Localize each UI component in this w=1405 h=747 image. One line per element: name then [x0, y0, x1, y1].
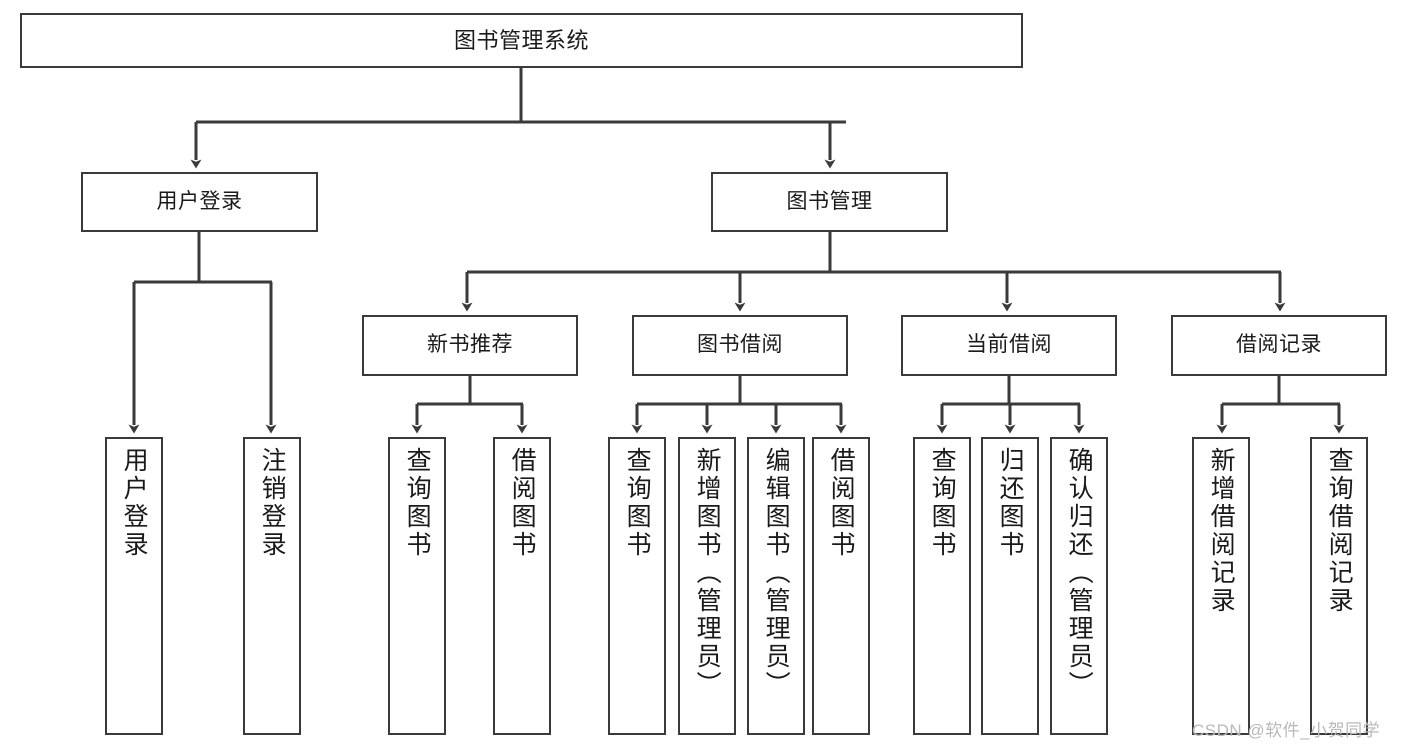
- node-borrow-record[interactable]: 借阅记录: [1171, 315, 1387, 376]
- node-leaf-logout[interactable]: 注销登录: [243, 437, 301, 735]
- node-new-book-recommend[interactable]: 新书推荐: [362, 315, 578, 376]
- node-leaf-recommend-query-book-label: 查询图书: [403, 447, 432, 559]
- node-current-borrow[interactable]: 当前借阅: [901, 315, 1117, 376]
- node-user-login[interactable]: 用户登录: [81, 172, 318, 232]
- node-leaf-confirm-return-label: 确认归还（管理员）: [1065, 447, 1094, 699]
- node-leaf-logout-label: 注销登录: [258, 447, 287, 559]
- node-user-login-label: 用户登录: [156, 189, 243, 213]
- node-leaf-borrow-query-book-label: 查询图书: [623, 447, 652, 559]
- node-leaf-confirm-return[interactable]: 确认归还（管理员）: [1050, 437, 1108, 735]
- node-leaf-user-login-label: 用户登录: [120, 447, 149, 559]
- node-leaf-add-borrow-record[interactable]: 新增借阅记录: [1192, 437, 1250, 735]
- node-book-management[interactable]: 图书管理: [711, 172, 948, 232]
- node-leaf-user-login[interactable]: 用户登录: [105, 437, 163, 735]
- node-leaf-return-book[interactable]: 归还图书: [981, 437, 1039, 735]
- node-leaf-edit-book-label: 编辑图书（管理员）: [762, 447, 791, 699]
- node-leaf-recommend-borrow-book[interactable]: 借阅图书: [493, 437, 551, 735]
- node-new-book-recommend-label: 新书推荐: [427, 333, 513, 357]
- node-book-borrow-label: 图书借阅: [697, 333, 783, 357]
- node-leaf-add-book-label: 新增图书（管理员）: [693, 447, 722, 699]
- node-leaf-add-borrow-record-label: 新增借阅记录: [1207, 447, 1236, 615]
- node-leaf-edit-book[interactable]: 编辑图书（管理员）: [747, 437, 805, 735]
- node-leaf-query-borrow-record[interactable]: 查询借阅记录: [1310, 437, 1368, 735]
- node-book-management-label: 图书管理: [786, 189, 873, 213]
- node-leaf-current-query-book-label: 查询图书: [928, 447, 957, 559]
- node-leaf-recommend-borrow-book-label: 借阅图书: [508, 447, 537, 559]
- node-leaf-borrow-book[interactable]: 借阅图书: [812, 437, 870, 735]
- node-book-borrow[interactable]: 图书借阅: [632, 315, 848, 376]
- node-leaf-borrow-query-book[interactable]: 查询图书: [608, 437, 666, 735]
- node-leaf-query-borrow-record-label: 查询借阅记录: [1325, 447, 1354, 615]
- node-current-borrow-label: 当前借阅: [966, 333, 1052, 357]
- node-leaf-return-book-label: 归还图书: [996, 447, 1025, 559]
- node-leaf-borrow-book-label: 借阅图书: [827, 447, 856, 559]
- node-leaf-current-query-book[interactable]: 查询图书: [913, 437, 971, 735]
- node-leaf-add-book[interactable]: 新增图书（管理员）: [678, 437, 736, 735]
- node-leaf-recommend-query-book[interactable]: 查询图书: [388, 437, 446, 735]
- node-root[interactable]: 图书管理系统: [20, 13, 1023, 68]
- node-root-label: 图书管理系统: [453, 27, 589, 53]
- node-borrow-record-label: 借阅记录: [1236, 333, 1322, 357]
